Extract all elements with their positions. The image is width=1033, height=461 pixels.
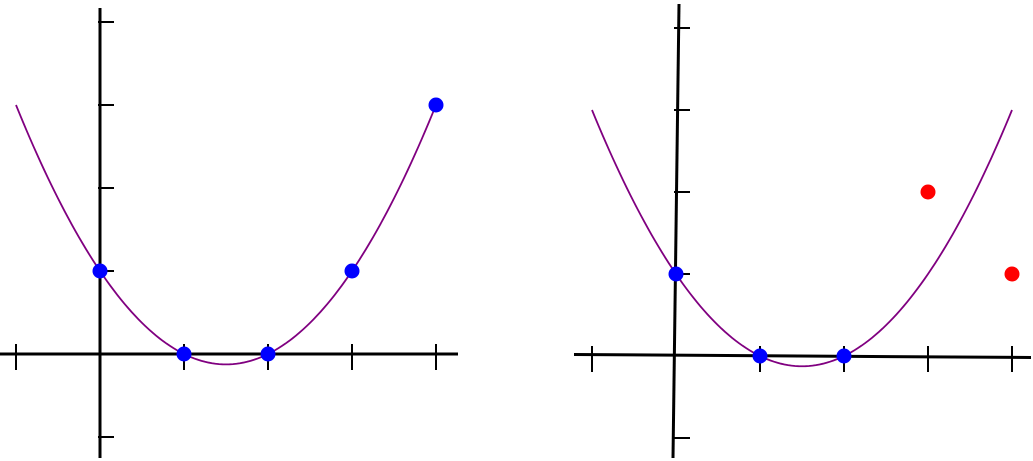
parabola-curve — [15, 104, 437, 366]
parabola-curve — [591, 109, 1013, 368]
on-curve-point — [668, 266, 684, 282]
on-curve-point — [428, 97, 444, 113]
left-plot — [0, 8, 458, 458]
off-curve-point — [1004, 266, 1020, 282]
right-plot — [573, 3, 1032, 459]
on-curve-point — [260, 346, 276, 362]
on-curve-point — [752, 348, 768, 364]
on-curve-point — [836, 348, 852, 364]
on-curve-point — [344, 263, 360, 279]
on-curve-point — [176, 346, 192, 362]
x-axis — [573, 353, 1032, 359]
off-curve-point — [920, 184, 936, 200]
y-axis — [671, 3, 681, 459]
on-curve-point — [92, 263, 108, 279]
